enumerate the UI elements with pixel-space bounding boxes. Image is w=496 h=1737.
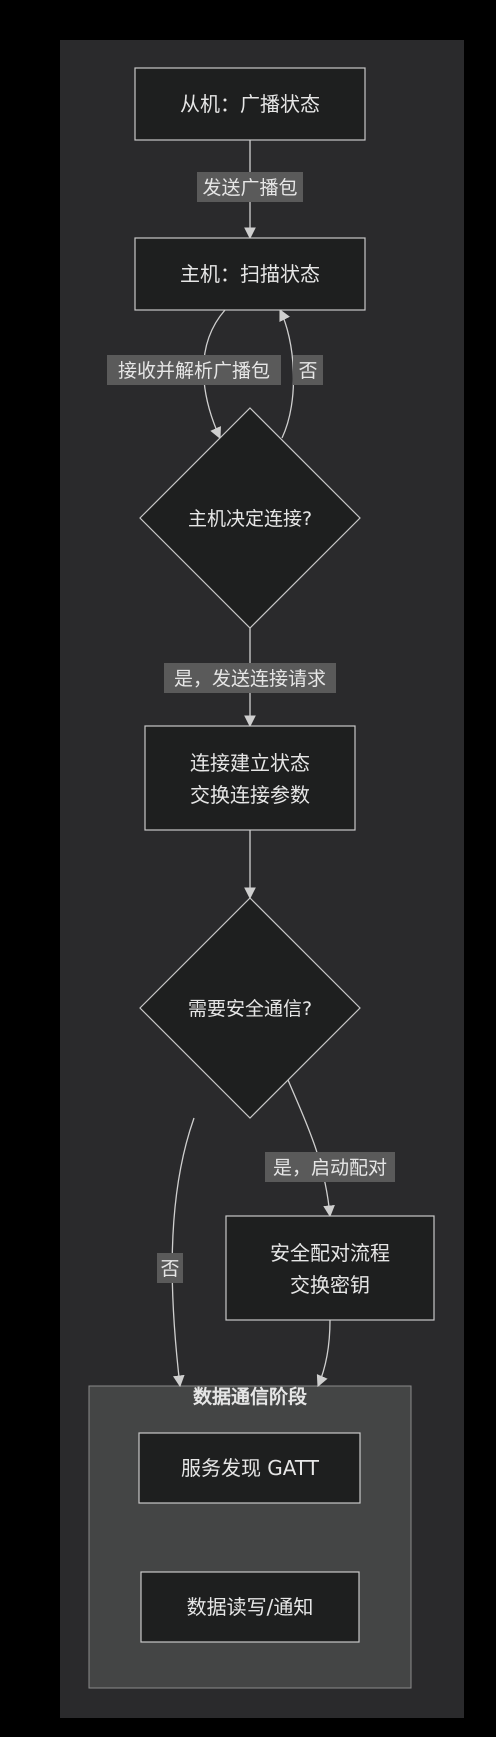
node-need-security: 需要安全通信? bbox=[139, 897, 361, 1119]
svg-text:否: 否 bbox=[160, 1258, 179, 1280]
svg-text:安全配对流程: 安全配对流程 bbox=[270, 1241, 390, 1265]
svg-text:服务发现 GATT: 服务发现 GATT bbox=[181, 1456, 320, 1480]
svg-text:是，发送连接请求: 是，发送连接请求 bbox=[174, 668, 326, 690]
node-security-pairing: 安全配对流程 交换密钥 bbox=[225, 1215, 435, 1321]
node-decide-connect: 主机决定连接? bbox=[139, 407, 361, 629]
svg-text:交换密钥: 交换密钥 bbox=[290, 1273, 370, 1297]
subgraph-title: 数据通信阶段 bbox=[193, 1385, 308, 1408]
edge-label-no-1: 否 bbox=[293, 355, 323, 385]
node-service-discovery: 服务发现 GATT bbox=[138, 1432, 361, 1504]
edge-label-yes-pair: 是，启动配对 bbox=[265, 1152, 395, 1182]
edge-pair-to-data bbox=[316, 1319, 331, 1388]
svg-text:主机决定连接?: 主机决定连接? bbox=[188, 508, 312, 530]
edge-yes-pair bbox=[287, 1079, 335, 1218]
svg-text:交换连接参数: 交换连接参数 bbox=[190, 783, 310, 807]
node-master-scanning: 主机：扫描状态 bbox=[134, 237, 366, 311]
svg-text:数据读写/通知: 数据读写/通知 bbox=[187, 1595, 314, 1619]
svg-text:需要安全通信?: 需要安全通信? bbox=[188, 998, 312, 1020]
svg-text:接收并解析广播包: 接收并解析广播包 bbox=[118, 360, 270, 382]
edge-label-send-adv: 发送广播包 bbox=[197, 172, 303, 202]
svg-text:从机：广播状态: 从机：广播状态 bbox=[180, 92, 320, 116]
edge-no-retry bbox=[279, 308, 295, 439]
edge-label-no-2: 否 bbox=[157, 1253, 183, 1283]
svg-text:是，启动配对: 是，启动配对 bbox=[273, 1157, 387, 1179]
subgraph-data-communication bbox=[88, 1385, 412, 1689]
node-connection-established: 连接建立状态 交换连接参数 bbox=[144, 725, 356, 831]
node-data-read-write: 数据读写/通知 bbox=[140, 1571, 360, 1643]
svg-text:否: 否 bbox=[298, 360, 317, 382]
edge-label-yes-connect: 是，发送连接请求 bbox=[164, 663, 336, 693]
edge-label-recv-parse: 接收并解析广播包 bbox=[107, 355, 281, 385]
node-slave-advertising: 从机：广播状态 bbox=[134, 67, 366, 141]
edge-no-security bbox=[171, 1117, 195, 1388]
svg-text:连接建立状态: 连接建立状态 bbox=[190, 751, 310, 775]
svg-text:主机：扫描状态: 主机：扫描状态 bbox=[180, 262, 320, 286]
svg-text:发送广播包: 发送广播包 bbox=[202, 177, 297, 199]
